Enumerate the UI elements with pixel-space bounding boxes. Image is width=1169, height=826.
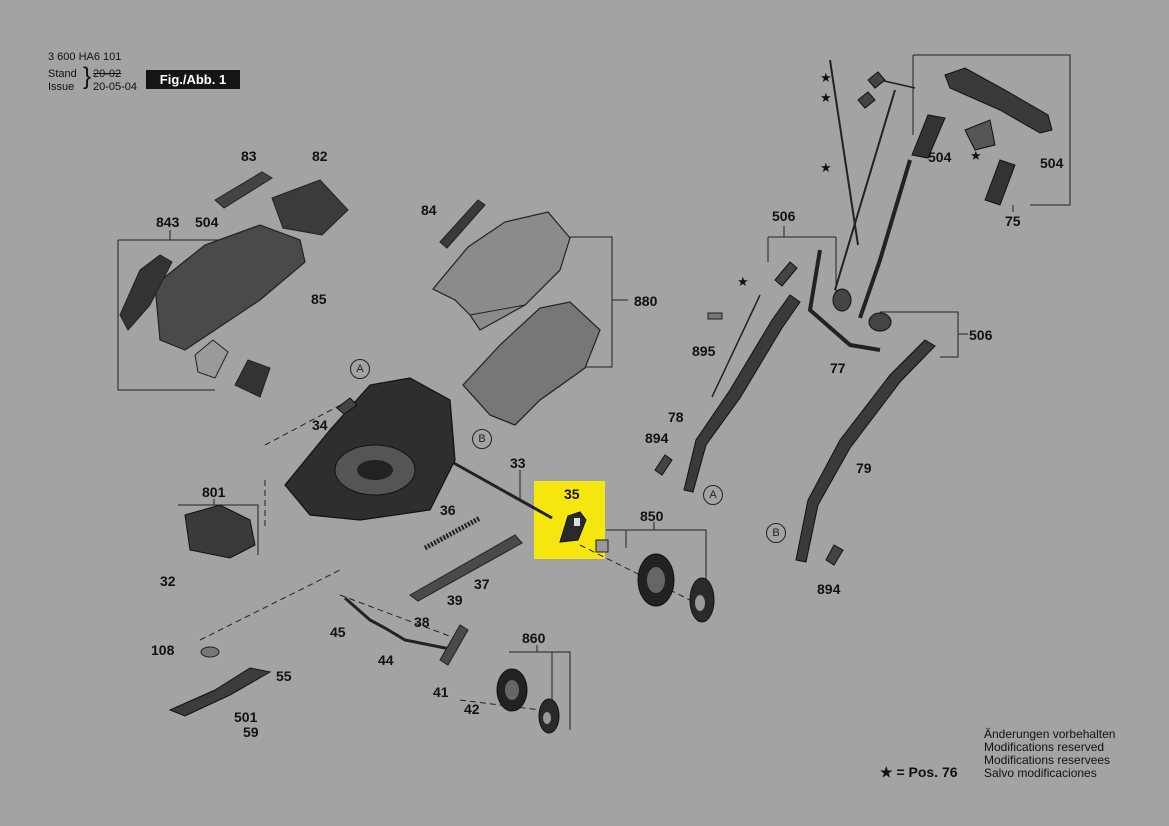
callout-84: 84 bbox=[421, 202, 437, 218]
handle-bar bbox=[944, 67, 1053, 134]
callout-78: 78 bbox=[668, 409, 684, 425]
callout-59: 59 bbox=[243, 724, 259, 740]
callout-39: 39 bbox=[447, 592, 463, 608]
star-icon: ★ bbox=[970, 149, 982, 164]
blade bbox=[168, 667, 272, 717]
callout-45: 45 bbox=[330, 624, 346, 640]
callout-501: 501 bbox=[234, 709, 258, 725]
star-icon: ★ bbox=[820, 91, 832, 106]
note-line: Modifications reservees bbox=[984, 753, 1111, 767]
motor-hood bbox=[154, 224, 306, 351]
modification-notes: Änderungen vorbehalten Modifications res… bbox=[984, 728, 1115, 780]
top-handle bbox=[214, 171, 273, 209]
issue-value: 20-05-04 bbox=[93, 81, 138, 93]
star-legend: ★ = Pos. 76 bbox=[880, 764, 958, 780]
callout-504: 504 bbox=[195, 214, 219, 230]
spring bbox=[423, 515, 482, 551]
callout-801: 801 bbox=[202, 484, 226, 500]
figure-label: Fig./Abb. 1 bbox=[146, 70, 240, 89]
callout-35: 35 bbox=[564, 486, 580, 502]
callout-860: 860 bbox=[522, 630, 546, 646]
callout-82: 82 bbox=[312, 148, 328, 164]
callout-506: 506 bbox=[772, 208, 796, 224]
star-icon: ★ bbox=[737, 275, 749, 290]
callout-894: 894 bbox=[645, 430, 669, 446]
callout-894: 894 bbox=[817, 581, 841, 597]
callout-42: 42 bbox=[464, 701, 480, 717]
callout-83: 83 bbox=[241, 148, 257, 164]
callout-850: 850 bbox=[640, 508, 664, 524]
motor bbox=[184, 504, 256, 559]
carry-handle bbox=[439, 199, 486, 249]
callout-41: 41 bbox=[433, 684, 449, 700]
callout-33: 33 bbox=[510, 455, 526, 471]
callout-37: 37 bbox=[474, 576, 490, 592]
stand-label: Stand bbox=[48, 68, 77, 80]
handle-cover bbox=[271, 179, 349, 236]
lower-handle-right bbox=[795, 339, 936, 563]
part-35 bbox=[559, 511, 587, 543]
callout-895: 895 bbox=[692, 343, 716, 359]
marker-a: A bbox=[350, 359, 370, 379]
stand-value: 20-02 bbox=[93, 68, 122, 80]
washer bbox=[200, 646, 220, 658]
marker-a: A bbox=[703, 485, 723, 505]
bracket-880 bbox=[570, 236, 613, 368]
callout-79: 79 bbox=[856, 460, 872, 476]
side-vent bbox=[119, 254, 173, 331]
callout-38: 38 bbox=[414, 614, 430, 630]
callout-36: 36 bbox=[440, 502, 456, 518]
star-icon: ★ bbox=[820, 161, 832, 176]
callout-85: 85 bbox=[311, 291, 327, 307]
callout-504: 504 bbox=[1040, 155, 1064, 171]
bracket-843 bbox=[117, 240, 215, 391]
callout-880: 880 bbox=[634, 293, 658, 309]
note-line: Änderungen vorbehalten bbox=[984, 727, 1116, 741]
height-lever bbox=[409, 534, 523, 602]
callout-32: 32 bbox=[160, 573, 176, 589]
marker-b: B bbox=[766, 523, 786, 543]
callout-506: 506 bbox=[969, 327, 993, 343]
brace-glyph: } bbox=[83, 63, 92, 90]
issue-label: Issue bbox=[48, 81, 75, 93]
callout-44: 44 bbox=[378, 652, 394, 668]
callout-108: 108 bbox=[151, 642, 175, 658]
lower-handle-left bbox=[683, 294, 801, 493]
axle bbox=[344, 596, 456, 652]
upper-handle bbox=[807, 249, 881, 352]
callout-504: 504 bbox=[928, 149, 952, 165]
callout-34: 34 bbox=[312, 417, 328, 433]
callout-843: 843 bbox=[156, 214, 180, 230]
part-number: 3 600 HA6 101 bbox=[48, 51, 122, 63]
callout-77: 77 bbox=[830, 360, 846, 376]
callout-75: 75 bbox=[1005, 213, 1021, 229]
marker-b: B bbox=[472, 429, 492, 449]
note-line: Salvo modificaciones bbox=[984, 766, 1097, 780]
star-icon: ★ bbox=[820, 71, 832, 86]
callout-55: 55 bbox=[276, 668, 292, 684]
note-line: Modifications reserved bbox=[984, 740, 1105, 754]
